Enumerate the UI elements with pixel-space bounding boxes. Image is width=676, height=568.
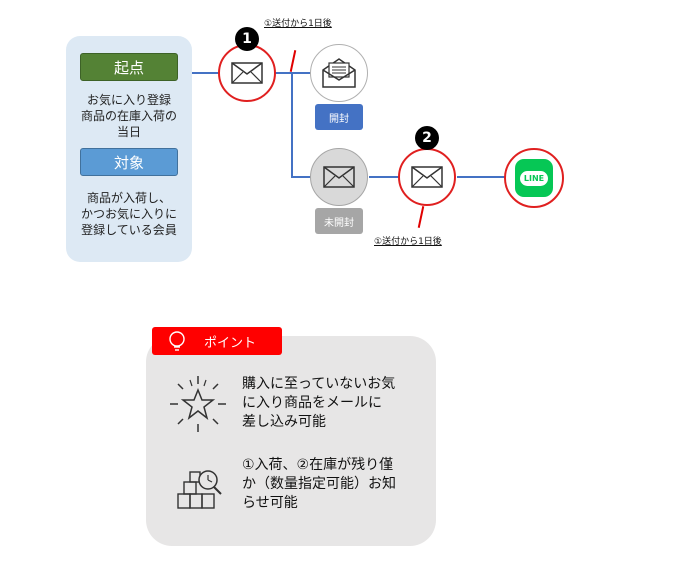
connector [457,176,505,178]
connector [192,72,222,74]
open-envelope-icon [322,58,356,88]
opened-mail-node [310,44,368,102]
timing-marker [289,50,297,72]
timing-marker [417,206,425,228]
point-tab: ポイント [152,327,282,355]
envelope-icon [411,166,443,188]
point-box [146,336,436,546]
start-description: お気に入り登録 商品の在庫入荷の 当日 [66,92,192,140]
step2-mail-node [398,148,456,206]
point-item-text: ①入荷、②在庫が残り僅 か（数量指定可能）お知 らせ可能 [242,456,422,513]
point-item-text: 購入に至っていないお気 に入り商品をメールに 差し込み可能 [242,375,422,432]
point-item-line: か（数量指定可能）お知 [242,476,396,492]
line-logo-icon: LINE [515,159,553,197]
line-logo-text: LINE [519,170,549,186]
target-desc-line: かつお気に入りに [80,207,177,221]
point-item-line: ①入荷、②在庫が残り僅 [242,457,394,473]
target-description: 商品が入荷し、 かつお気に入りに 登録している会員 [66,190,192,238]
start-label: 起点 [80,53,178,81]
connector [291,72,293,178]
start-desc-line: 当日 [116,125,141,139]
point-item-line: 差し込み可能 [242,414,326,430]
target-desc-line: 商品が入荷し、 [86,191,171,205]
envelope-icon [323,166,355,188]
step2-number: 2 [415,126,439,150]
step1-timing-label: ①送付から1日後 [264,19,332,29]
lightbulb-icon [169,331,185,351]
opened-badge: 開封 [315,104,363,130]
start-desc-line: 商品の在庫入荷の [80,109,177,123]
point-item-line: に入り商品をメールに [242,395,382,411]
envelope-icon [231,62,263,84]
unopened-mail-node [310,148,368,206]
point-item-line: らせ可能 [242,495,298,511]
point-tab-label: ポイント [204,335,257,351]
unopened-badge: 未開封 [315,208,363,234]
point-item-line: 購入に至っていないお気 [242,376,396,392]
start-desc-line: お気に入り登録 [86,93,171,107]
line-node: LINE [504,148,564,208]
connector [291,176,311,178]
connector [369,176,399,178]
step1-number: 1 [235,27,259,51]
target-desc-line: 登録している会員 [81,223,177,237]
step1-mail-node [218,44,276,102]
step2-timing-label: ①送付から1日後 [374,237,442,247]
target-label: 対象 [80,148,178,176]
sparkle-star-icon [170,376,226,432]
boxes-search-icon [177,470,222,509]
